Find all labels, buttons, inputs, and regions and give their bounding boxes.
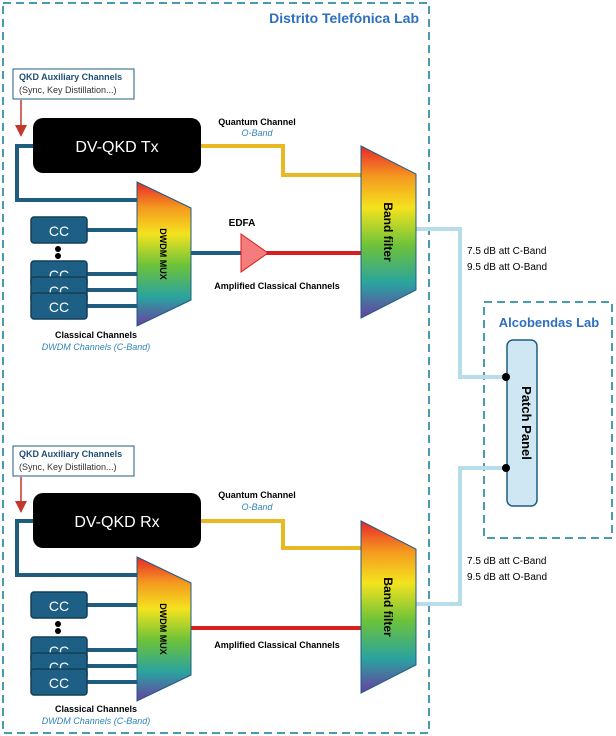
cc-box[interactable] xyxy=(30,668,88,696)
aux-channels-subtitle: (Sync, Key Distillation...) xyxy=(19,85,117,95)
patch-panel-label: Patch Panel xyxy=(519,386,534,460)
dv-qkd-tx-label: DV-QKD Tx xyxy=(75,139,158,156)
main-lab-title: Distrito Telefónica Lab xyxy=(269,10,419,26)
dv-qkd-rx-box[interactable] xyxy=(33,493,201,548)
cc-label: CC xyxy=(49,598,69,614)
dwdm-mux-label: DWDM MUX xyxy=(158,603,168,655)
classical-channels-title: Classical Channels xyxy=(55,330,137,340)
quantum-channel-label: Quantum Channel xyxy=(218,117,296,127)
filter-to-patch-fiber-top xyxy=(415,227,507,379)
aux-channels-title: QKD Auxiliary Channels xyxy=(19,72,122,82)
edfa-amplifier[interactable] xyxy=(240,233,269,273)
aux-channels-title: QKD Auxiliary Channels xyxy=(19,449,122,459)
amplified-channels-label: Amplified Classical Channels xyxy=(214,281,340,291)
attenuation-oband: 9.5 dB att O-Band xyxy=(467,262,547,273)
cc-box[interactable] xyxy=(30,292,88,320)
aux-channels-box xyxy=(12,445,135,477)
band-filter-label: Band filter xyxy=(381,577,395,637)
ellipsis-dot xyxy=(55,621,61,627)
cc-box[interactable] xyxy=(30,216,88,244)
quantum-channel-band: O-Band xyxy=(241,502,273,512)
dv-qkd-rx-label: DV-QKD Rx xyxy=(74,514,159,531)
dwdm-mux[interactable] xyxy=(136,181,192,327)
quantum-channel-band: O-Band xyxy=(241,128,273,138)
bottom-section: QKD Auxiliary Channels (Sync, Key Distil… xyxy=(12,445,547,726)
edfa-label: EDFA xyxy=(229,218,256,229)
quantum-fiber xyxy=(200,144,362,177)
patch-panel-group: Patch Panel xyxy=(502,339,538,507)
dwdm-mux-label: DWDM MUX xyxy=(158,228,168,280)
quantum-fiber xyxy=(200,519,362,550)
ellipsis-dot xyxy=(55,253,61,259)
patch-panel[interactable] xyxy=(506,339,538,507)
amplified-channels-label: Amplified Classical Channels xyxy=(214,640,340,650)
band-filter[interactable] xyxy=(360,145,417,319)
band-filter[interactable] xyxy=(360,520,417,694)
cc-label: CC xyxy=(49,299,69,315)
ellipsis-dot xyxy=(55,628,61,634)
attenuation-cband: 7.5 dB att C-Band xyxy=(467,246,547,257)
remote-lab-border xyxy=(483,301,613,539)
remote-lab-title: Alcobendas Lab xyxy=(499,315,599,330)
dwdm-mux[interactable] xyxy=(136,556,192,702)
patch-port-bottom[interactable] xyxy=(502,464,510,472)
patch-port-top[interactable] xyxy=(502,373,510,381)
attenuation-cband: 7.5 dB att C-Band xyxy=(467,556,547,567)
aux-channels-subtitle: (Sync, Key Distillation...) xyxy=(19,462,117,472)
tx-to-mux-fiber xyxy=(15,144,138,202)
band-filter-label: Band filter xyxy=(381,202,395,262)
dv-qkd-tx-box[interactable] xyxy=(33,118,201,173)
attenuation-oband: 9.5 dB att O-Band xyxy=(467,572,547,583)
quantum-channel-label: Quantum Channel xyxy=(218,490,296,500)
cc-label: CC xyxy=(49,675,69,691)
ellipsis-dot xyxy=(55,246,61,252)
classical-channels-title: Classical Channels xyxy=(55,704,137,714)
filter-to-patch-fiber-bottom xyxy=(415,466,507,606)
top-section: QKD Auxiliary Channels (Sync, Key Distil… xyxy=(12,68,547,379)
aux-channels-box xyxy=(12,68,135,100)
cc-box[interactable] xyxy=(30,591,88,619)
rx-to-mux-fiber xyxy=(15,519,138,577)
classical-channels-subtitle: DWDM Channels (C-Band) xyxy=(42,716,151,726)
classical-channels-subtitle: DWDM Channels (C-Band) xyxy=(42,342,151,352)
cc-label: CC xyxy=(49,223,69,239)
main-lab-border xyxy=(2,2,430,734)
